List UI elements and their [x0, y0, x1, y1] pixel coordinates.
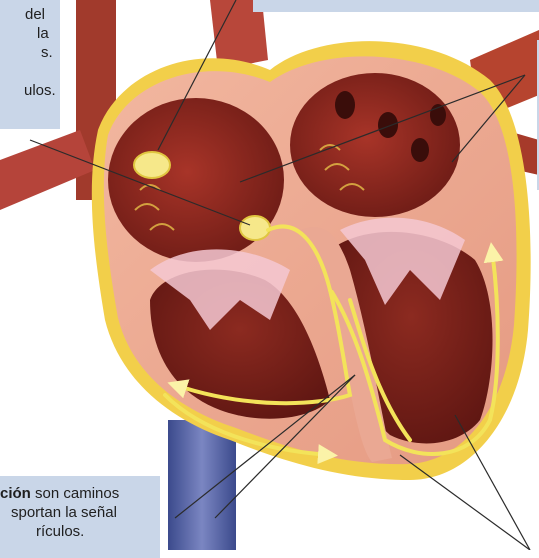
- pulmonary-vein-opening: [335, 91, 355, 119]
- bottom-left-label-box: ción son caminos sportan la señal rículo…: [0, 476, 160, 558]
- left-atrium-chamber: [290, 73, 460, 217]
- label-text: son caminos: [31, 485, 119, 502]
- label-line: [0, 62, 60, 81]
- label-line: del: [0, 5, 60, 24]
- pulmonary-vein-opening: [378, 112, 398, 138]
- atrioventricular-node: [240, 216, 270, 240]
- label-line: sportan la señal: [0, 503, 160, 522]
- label-line: ulos.: [0, 81, 60, 100]
- label-line: s.: [0, 43, 60, 62]
- label-line: la: [0, 24, 60, 43]
- label-bold-term: ción: [0, 485, 31, 502]
- pulmonary-vein-opening: [411, 138, 429, 162]
- label-line: rículos.: [0, 522, 160, 541]
- top-left-label-box: del la s. ulos.: [0, 0, 60, 129]
- sinoatrial-node: [134, 152, 170, 178]
- label-line: ción son caminos: [0, 484, 160, 503]
- top-label-box: [253, 0, 539, 12]
- inferior-vena-cava: [168, 420, 236, 550]
